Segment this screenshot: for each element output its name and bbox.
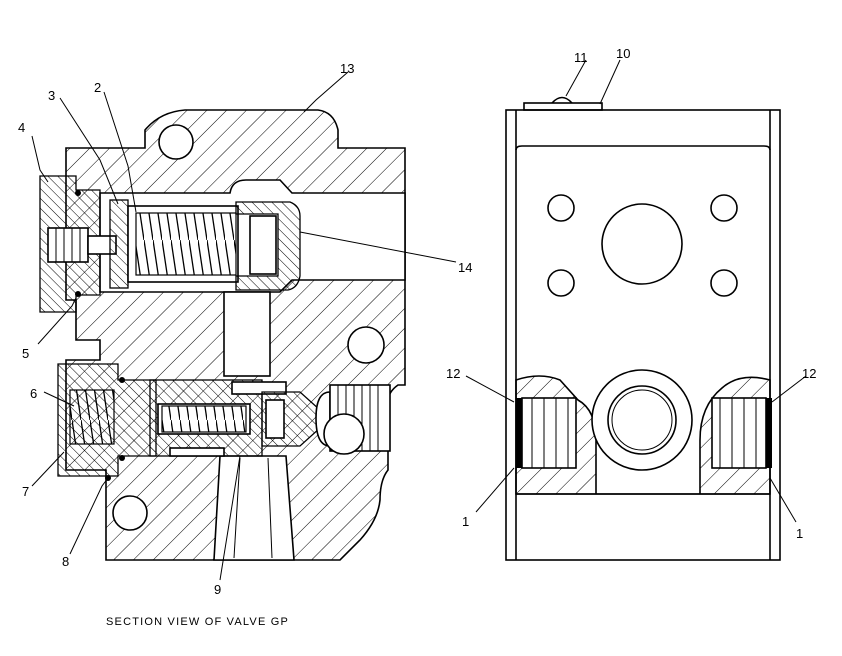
callout-13: 13 — [340, 61, 354, 76]
end-view-section — [515, 375, 771, 495]
seal-12-left — [516, 398, 522, 468]
retainer-3 — [109, 199, 129, 289]
callout-10: 10 — [616, 46, 630, 61]
lower-port — [213, 455, 295, 561]
vertical-passage — [223, 291, 271, 377]
spring-6 — [69, 389, 115, 445]
callouts: 4 3 2 13 14 5 6 7 8 9 11 10 12 12 1 1 — [18, 46, 816, 597]
bolt-hole — [158, 124, 194, 160]
end-view-body — [505, 109, 781, 561]
callout-8: 8 — [62, 554, 69, 569]
bolt-hole — [112, 495, 148, 531]
center-port — [601, 203, 683, 285]
mount-hole — [547, 194, 575, 222]
plug-stem — [47, 227, 89, 263]
plug-11 — [551, 96, 573, 104]
mount-hole — [710, 269, 738, 297]
callout-7: 7 — [22, 484, 29, 499]
pin-10 — [523, 102, 603, 111]
callout-1-right: 1 — [796, 526, 803, 541]
callout-4: 4 — [18, 120, 25, 135]
mount-hole — [547, 269, 575, 297]
callout-3: 3 — [48, 88, 55, 103]
callout-9: 9 — [214, 582, 221, 597]
callout-12-right: 12 — [802, 366, 816, 381]
drawing-caption: SECTION VIEW OF VALVE GP — [106, 616, 289, 628]
callout-11: 11 — [574, 50, 588, 65]
section-view — [39, 109, 406, 561]
round-port-inner — [607, 385, 677, 455]
callout-5: 5 — [22, 346, 29, 361]
seal-12-right — [766, 398, 772, 468]
mount-hole — [710, 194, 738, 222]
end-view — [505, 96, 781, 561]
piston-14 — [235, 201, 301, 291]
callout-6: 6 — [30, 386, 37, 401]
callout-12-left: 12 — [446, 366, 460, 381]
spring-2 — [135, 212, 237, 276]
callout-2: 2 — [94, 80, 101, 95]
leader-lines — [31, 59, 807, 581]
inner-spring — [161, 405, 247, 433]
callout-1-left: 1 — [462, 514, 469, 529]
callout-14: 14 — [458, 260, 472, 275]
bolt-hole — [347, 326, 385, 364]
